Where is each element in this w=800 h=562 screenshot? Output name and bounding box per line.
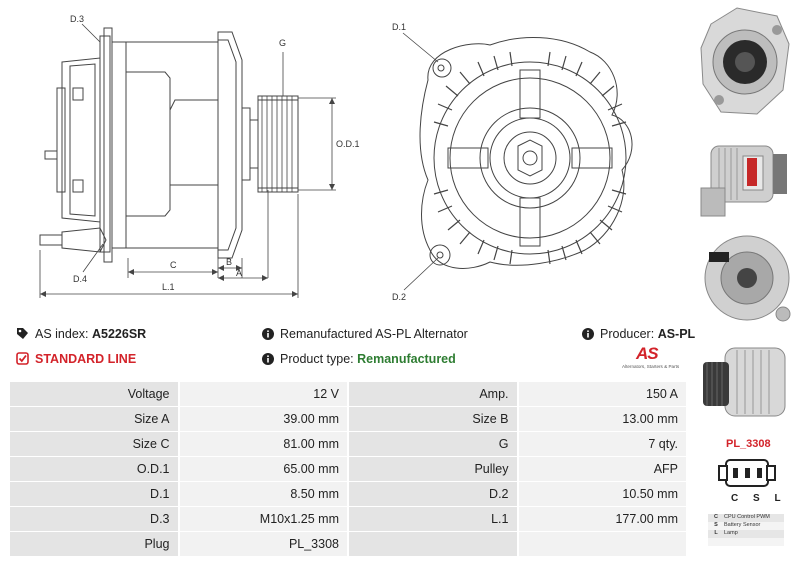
spec-label bbox=[349, 532, 519, 557]
spec-value: 65.00 mm bbox=[179, 457, 349, 482]
product-type: Product type: Remanufactured bbox=[262, 352, 456, 366]
producer: Producer: AS-PL bbox=[582, 327, 695, 341]
spec-label: D.1 bbox=[10, 482, 180, 507]
spec-label: D.3 bbox=[10, 507, 180, 532]
standard-line: STANDARD LINE bbox=[16, 352, 136, 366]
label-l1: L.1 bbox=[162, 282, 175, 292]
label-d2: D.2 bbox=[392, 292, 406, 302]
spec-label: Amp. bbox=[349, 382, 519, 407]
info-icon bbox=[262, 353, 274, 365]
description: Remanufactured AS-PL Alternator bbox=[262, 327, 468, 341]
as-index: AS index: A5226SR bbox=[16, 327, 146, 341]
plug-legend-blank bbox=[708, 538, 784, 546]
spec-value: 7 qty. bbox=[518, 432, 686, 457]
label-d1: D.1 bbox=[392, 22, 406, 32]
as-logo: AS Alternators, Starters & Parts bbox=[622, 344, 680, 369]
label-d3: D.3 bbox=[70, 14, 84, 24]
spec-value: 150 A bbox=[518, 382, 686, 407]
spec-value: 81.00 mm bbox=[179, 432, 349, 457]
label-a: A bbox=[236, 268, 242, 278]
product-photo-side bbox=[700, 145, 787, 217]
spec-label: L.1 bbox=[349, 507, 519, 532]
spec-label: G bbox=[349, 432, 519, 457]
spec-value: AFP bbox=[518, 457, 686, 482]
spec-label: Size C bbox=[10, 432, 180, 457]
spec-value: M10x1.25 mm bbox=[179, 507, 349, 532]
connector-pins: C S L bbox=[731, 493, 787, 504]
label-b: B bbox=[226, 257, 232, 267]
spec-label: Size A bbox=[10, 407, 180, 432]
spec-label: Plug bbox=[10, 532, 180, 557]
info-icon bbox=[262, 328, 274, 340]
spec-label: O.D.1 bbox=[10, 457, 180, 482]
spec-value: 10.50 mm bbox=[518, 482, 686, 507]
plug-code: PL_3308 bbox=[726, 438, 771, 450]
spec-label: Size B bbox=[349, 407, 519, 432]
spec-label: D.2 bbox=[349, 482, 519, 507]
tag-icon bbox=[17, 328, 28, 339]
product-photo-pulley bbox=[703, 347, 786, 417]
info-icon bbox=[582, 328, 594, 340]
label-g: G bbox=[279, 38, 286, 48]
spec-value: 39.00 mm bbox=[179, 407, 349, 432]
technical-drawing: D.3 D.4 G O.D.1 C B A L.1 D.1 D.2 bbox=[39, 14, 633, 302]
spec-value: PL_3308 bbox=[179, 532, 349, 557]
label-c: C bbox=[170, 260, 177, 270]
product-photo-front bbox=[704, 235, 791, 322]
spec-label: Pulley bbox=[349, 457, 519, 482]
spec-value: 8.50 mm bbox=[179, 482, 349, 507]
product-photo-rear bbox=[700, 7, 790, 115]
spec-value: 12 V bbox=[179, 382, 349, 407]
connector-diagram bbox=[718, 459, 776, 487]
spec-value: 177.00 mm bbox=[518, 507, 686, 532]
check-square-icon bbox=[16, 352, 29, 365]
label-od1: O.D.1 bbox=[336, 139, 360, 149]
spec-label: Voltage bbox=[10, 382, 180, 407]
spec-value bbox=[518, 532, 686, 557]
label-d4: D.4 bbox=[73, 274, 87, 284]
spec-value: 13.00 mm bbox=[518, 407, 686, 432]
